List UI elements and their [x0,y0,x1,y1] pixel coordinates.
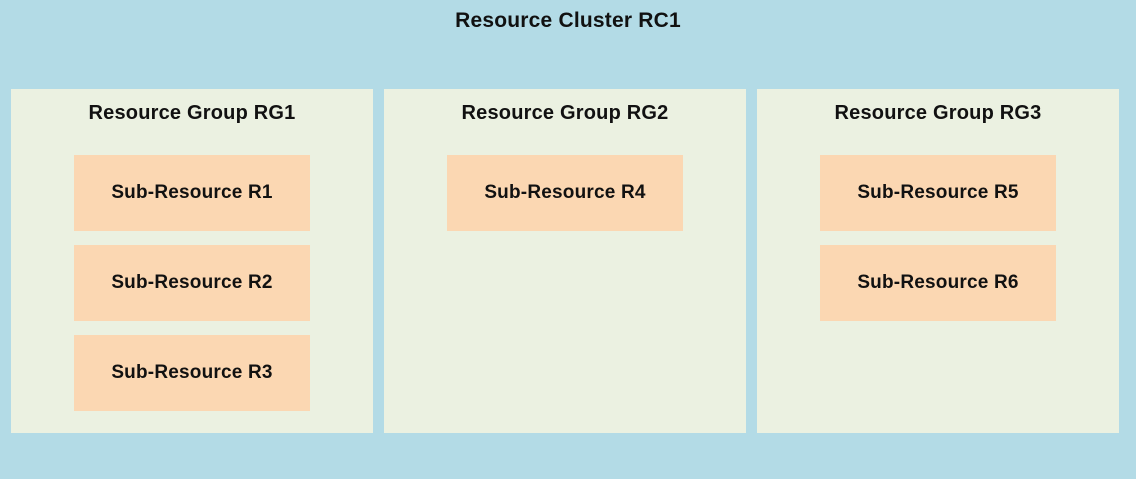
sub-resource-r4: Sub-Resource R4 [447,155,683,231]
group-title: Resource Group RG2 [461,102,669,124]
sub-resource-r5: Sub-Resource R5 [820,155,1056,231]
groups-row: Resource Group RG1 Sub-Resource R1 Sub-R… [11,89,1119,433]
resource-group-rg2: Resource Group RG2 Sub-Resource R4 [384,89,746,433]
resource-group-rg1: Resource Group RG1 Sub-Resource R1 Sub-R… [11,89,373,433]
group-title: Resource Group RG1 [88,102,296,124]
sub-resource-r6: Sub-Resource R6 [820,245,1056,321]
group-title: Resource Group RG3 [834,102,1042,124]
cluster-title: Resource Cluster RC1 [455,9,681,32]
sub-resource-r1: Sub-Resource R1 [74,155,310,231]
sub-resource-r3: Sub-Resource R3 [74,335,310,411]
sub-resource-r2: Sub-Resource R2 [74,245,310,321]
resource-group-rg3: Resource Group RG3 Sub-Resource R5 Sub-R… [757,89,1119,433]
